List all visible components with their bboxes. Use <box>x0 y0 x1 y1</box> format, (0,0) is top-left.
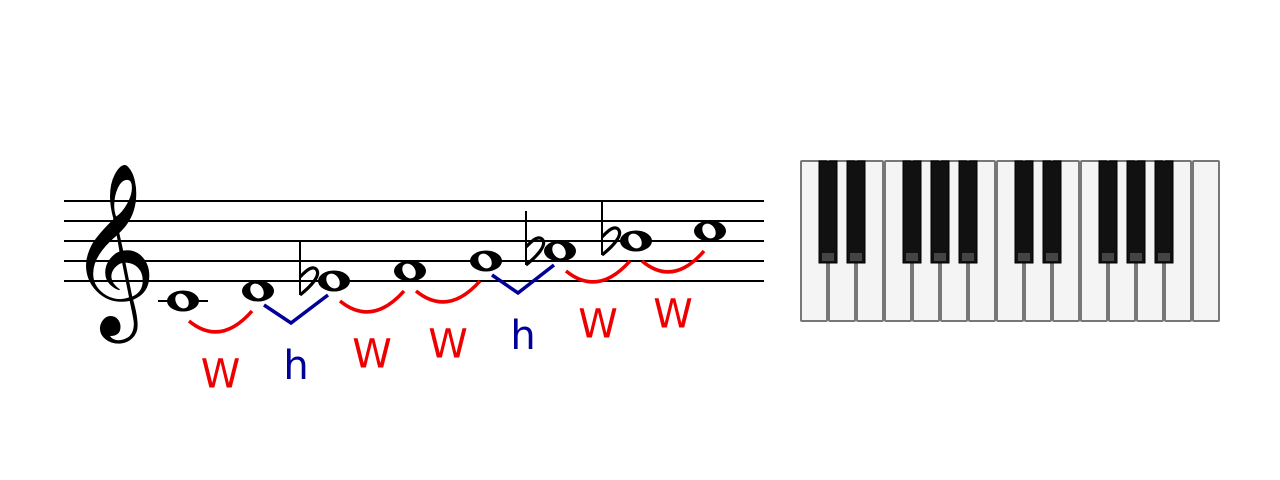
whole-step-marker: W <box>640 249 706 338</box>
note-head-hollow <box>478 253 492 269</box>
black-key-tip <box>1158 253 1170 261</box>
note-head-hollow <box>250 283 264 299</box>
note-e4 <box>298 241 350 297</box>
step-label: W <box>352 332 392 378</box>
note-head-hollow <box>702 223 716 239</box>
step-label: W <box>653 292 693 338</box>
black-key <box>818 160 838 264</box>
note-a4 <box>524 211 576 267</box>
half-step-marker: h <box>491 263 556 359</box>
step-label: h <box>283 343 308 389</box>
note-b4 <box>600 201 652 257</box>
black-key-tip <box>1046 253 1058 261</box>
black-key-tip <box>1130 253 1142 261</box>
whole-step-marker: W <box>187 309 254 398</box>
black-key <box>1098 160 1118 264</box>
note-head-hollow <box>402 263 416 279</box>
white-key <box>1192 160 1220 322</box>
step-label: W <box>428 322 468 368</box>
treble-clef-icon: 𝄞 <box>68 162 157 344</box>
flat-icon <box>524 211 546 267</box>
black-key <box>1042 160 1062 264</box>
step-label: h <box>510 313 535 359</box>
note-head-hollow <box>175 293 189 309</box>
half-step-bracket <box>263 293 330 326</box>
black-key-tip <box>906 253 918 261</box>
whole-step-marker: W <box>414 279 482 368</box>
note-d4 <box>242 280 274 302</box>
scale-notes <box>158 201 726 312</box>
black-key-tip <box>1102 253 1114 261</box>
flat-icon <box>298 241 320 297</box>
black-key <box>1126 160 1146 264</box>
black-key-tip <box>850 253 862 261</box>
note-head-hollow <box>326 273 340 289</box>
note-c5 <box>694 220 726 242</box>
whole-step-marker: W <box>564 259 632 348</box>
note-g4 <box>470 250 502 272</box>
black-key <box>930 160 950 264</box>
whole-step-arc <box>640 249 706 274</box>
black-key <box>846 160 866 264</box>
step-label: W <box>201 352 241 398</box>
note-head-hollow <box>552 243 566 259</box>
note-f4 <box>394 260 426 282</box>
whole-step-arc <box>414 279 482 304</box>
black-key-tip <box>962 253 974 261</box>
whole-step-arc <box>187 309 254 334</box>
half-step-marker: h <box>263 293 330 389</box>
whole-step-marker: W <box>338 289 406 378</box>
black-key-tip <box>934 253 946 261</box>
flat-icon <box>600 201 622 257</box>
piano-keyboard <box>800 160 1220 322</box>
treble-clef-glyph: 𝄞 <box>68 162 157 344</box>
black-key-tip <box>822 253 834 261</box>
black-key <box>1154 160 1174 264</box>
black-key-tip <box>1018 253 1030 261</box>
step-label: W <box>578 302 618 348</box>
note-c4 <box>158 290 208 312</box>
black-key <box>902 160 922 264</box>
whole-step-arc <box>564 259 632 284</box>
half-step-bracket <box>491 263 556 296</box>
note-head-hollow <box>628 233 642 249</box>
whole-step-arc <box>338 289 406 314</box>
black-key <box>1014 160 1034 264</box>
black-key <box>958 160 978 264</box>
